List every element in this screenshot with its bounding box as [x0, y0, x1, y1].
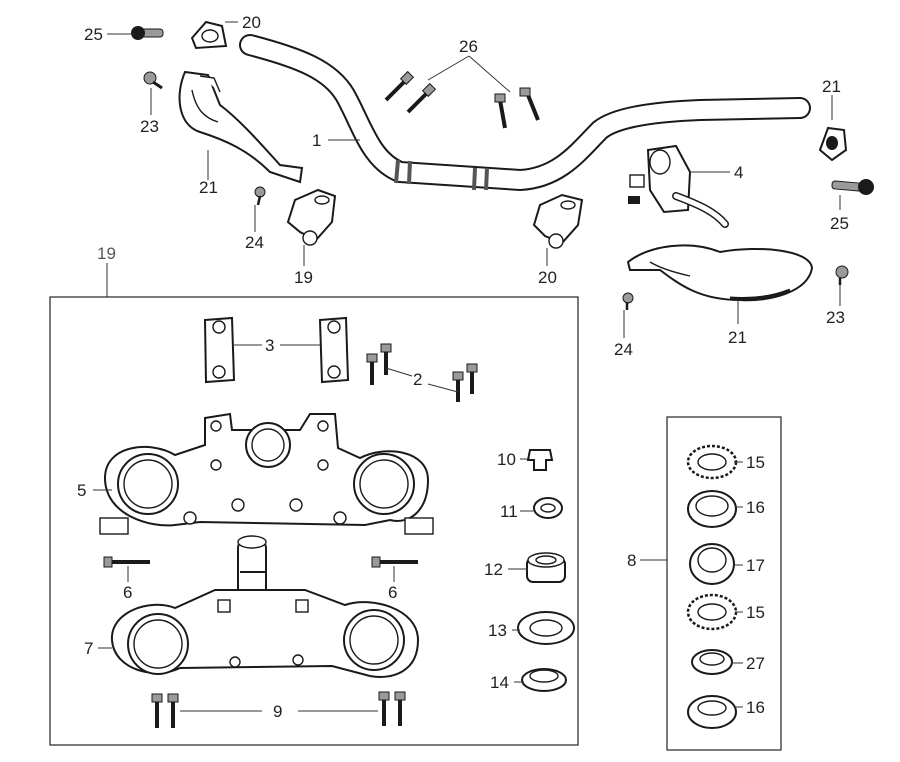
nut-12: [526, 552, 566, 583]
callout-8: 8: [627, 551, 636, 570]
callout-10: 10: [497, 450, 516, 469]
callout-24-left: 24: [245, 233, 264, 252]
callout-6-right: 6: [388, 583, 397, 602]
callout-21-left: 21: [199, 178, 218, 197]
callout-17: 17: [746, 556, 765, 575]
callout-23-right: 23: [826, 308, 845, 327]
stem-cap-10: [526, 449, 554, 471]
callout-16-bottom: 16: [746, 698, 765, 717]
pinch-bolt-6-left: [103, 556, 150, 568]
screw-23-right: [835, 265, 849, 285]
callout-19-left: 19: [294, 268, 313, 287]
callout-27: 27: [746, 654, 765, 673]
washer-11: [533, 497, 563, 519]
race-16-top: [687, 490, 737, 528]
screw-24-left: [254, 186, 266, 206]
callout-25-left: 25: [84, 25, 103, 44]
callout-15-top: 15: [746, 453, 765, 472]
screw-24-right: [622, 292, 634, 310]
callout-23-left: 23: [140, 117, 159, 136]
callout-5: 5: [77, 481, 86, 500]
triple-clamp-group-frame: [49, 296, 579, 746]
callout-24-right: 24: [614, 340, 633, 359]
hand-guard-21-right: [626, 244, 814, 302]
seal-27: [691, 649, 733, 675]
callout-11: 11: [500, 502, 518, 521]
bar-clamp-19-right: [532, 193, 584, 249]
callout-3: 3: [265, 336, 274, 355]
callout-4: 4: [734, 163, 743, 182]
callout-15-bottom: 15: [746, 603, 765, 622]
pinch-bolt-6-right: [371, 556, 418, 568]
callout-26: 26: [459, 37, 478, 56]
callout-13: 13: [488, 621, 507, 640]
bolts-9: [151, 691, 406, 728]
risers-3: [203, 316, 350, 384]
callout-14: 14: [490, 673, 509, 692]
bearing-15-top: [686, 444, 738, 480]
seal-14: [521, 668, 567, 692]
callout-6-left: 6: [123, 583, 132, 602]
callout-1: 1: [312, 131, 321, 150]
steering-bearing-group-frame: [666, 416, 782, 751]
leader-lines: [93, 21, 841, 712]
upper-triple-clamp-5: [99, 412, 434, 535]
bolt-25-left: [131, 26, 164, 40]
lower-triple-clamp-7: [110, 535, 420, 678]
brake-lever-4: [628, 144, 729, 228]
bolt-25-right: [831, 179, 874, 195]
grip-end-20-left: [190, 20, 228, 50]
callout-2: 2: [413, 370, 422, 389]
screw-23-left: [143, 71, 163, 90]
bolts-26: [384, 70, 540, 129]
bearing-race-13: [517, 611, 575, 645]
callout-20-left: 20: [242, 13, 261, 32]
part-number-labels: 25 20 23 21 24 19 1 26 20 4 21 25 23 21 …: [77, 13, 849, 721]
bar-clamp-19-left: [286, 188, 337, 246]
bolts-2: [366, 343, 478, 402]
callout-18: 19: [97, 244, 116, 263]
bearing-15-bottom: [686, 593, 738, 631]
callout-12: 12: [484, 560, 503, 579]
race-17: [689, 543, 735, 585]
callout-16-top: 16: [746, 498, 765, 517]
grip-end-20-right: [818, 126, 848, 162]
callout-7: 7: [84, 639, 93, 658]
callout-20-right: 21: [822, 77, 841, 96]
callout-19-right: 20: [538, 268, 557, 287]
race-16-bottom: [687, 695, 737, 729]
callout-25-right: 25: [830, 214, 849, 233]
callout-9: 9: [273, 702, 282, 721]
handlebar: [239, 34, 811, 192]
callout-21-right: 21: [728, 328, 747, 347]
hand-guard-21-left: [178, 70, 304, 184]
